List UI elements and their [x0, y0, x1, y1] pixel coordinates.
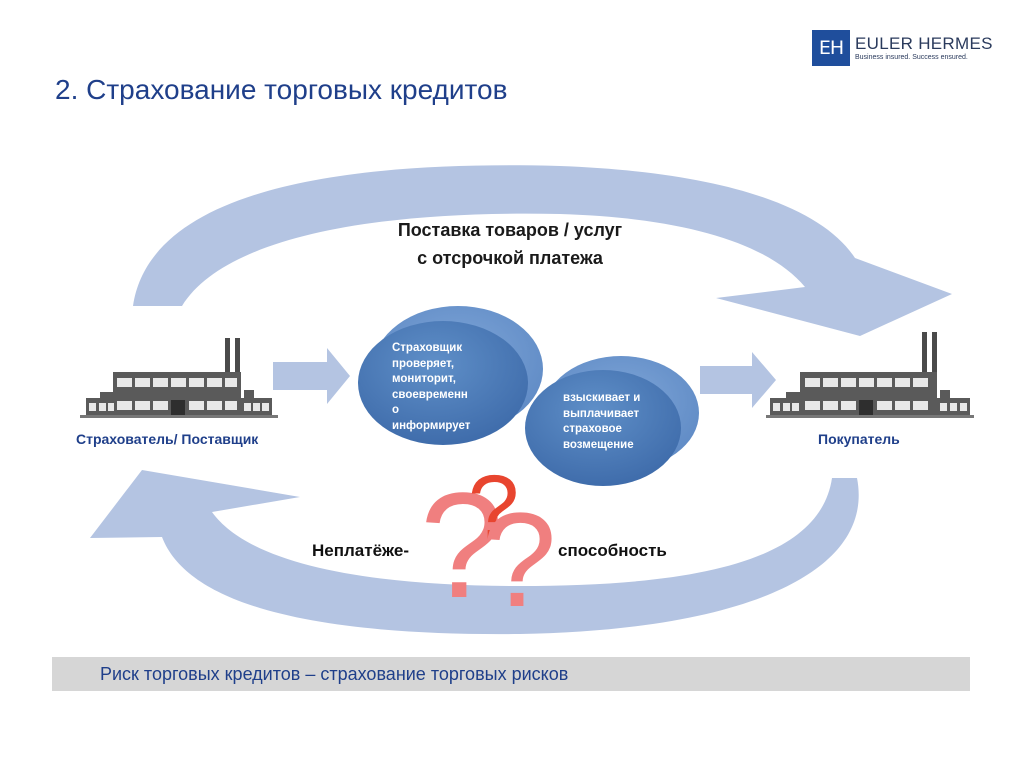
question-mark-icon: ? [420, 461, 504, 629]
question-mark-icon: ? [482, 486, 557, 635]
arrow-to-insurer [273, 348, 350, 404]
logo-tagline: Business insured. Success ensured. [855, 54, 968, 61]
insurer-line: проверяет, [392, 357, 455, 370]
slide-title: 2. Страхование торговых кредитов [55, 74, 508, 105]
claims-line: взыскивает и [563, 392, 641, 404]
buyer-label: Покупатель [818, 431, 900, 447]
insurer-line: Страховщик [392, 342, 463, 354]
insurer-circle-text: Страховщик проверяет, мониторит, своевре… [392, 341, 512, 434]
flow-caption-line1: Поставка товаров / услуг [397, 220, 623, 240]
question-mark-icon: ? [468, 457, 520, 559]
arrow-to-buyer [700, 352, 776, 408]
footer-text: Риск торговых кредитов – страхование тор… [100, 664, 569, 684]
insurer-line: мониторит, [392, 373, 456, 385]
insurer-circle [358, 321, 528, 445]
claims-circle-text: взыскивает и выплачивает страховое возме… [563, 391, 673, 453]
risk-label-left: Неплатёже- [312, 541, 409, 560]
claims-line: возмещение [563, 438, 634, 451]
insurer-line: о [392, 404, 400, 416]
flow-caption: Поставка товаров / услуг с отсрочкой пла… [340, 216, 680, 272]
claims-line: страховое [563, 423, 622, 435]
top-curved-arrow [133, 165, 952, 336]
supplier-label: Страхователь/ Поставщик [76, 431, 259, 447]
insurer-line: своевременн [392, 388, 468, 401]
bottom-curved-arrow [90, 470, 859, 635]
euler-hermes-logo-mark: EH [812, 30, 850, 66]
risk-label-right: способность [558, 541, 667, 560]
insurer-line: информирует [392, 419, 471, 432]
footer-bar [52, 657, 970, 691]
flow-caption-line2: с отсрочкой платежа [417, 248, 603, 268]
buyer-factory-icon [766, 332, 974, 418]
claims-circle [525, 370, 681, 486]
claims-line: выплачивает [563, 407, 640, 420]
logo-company-name: EULER HERMES [855, 34, 993, 53]
supplier-factory-icon [80, 338, 278, 418]
